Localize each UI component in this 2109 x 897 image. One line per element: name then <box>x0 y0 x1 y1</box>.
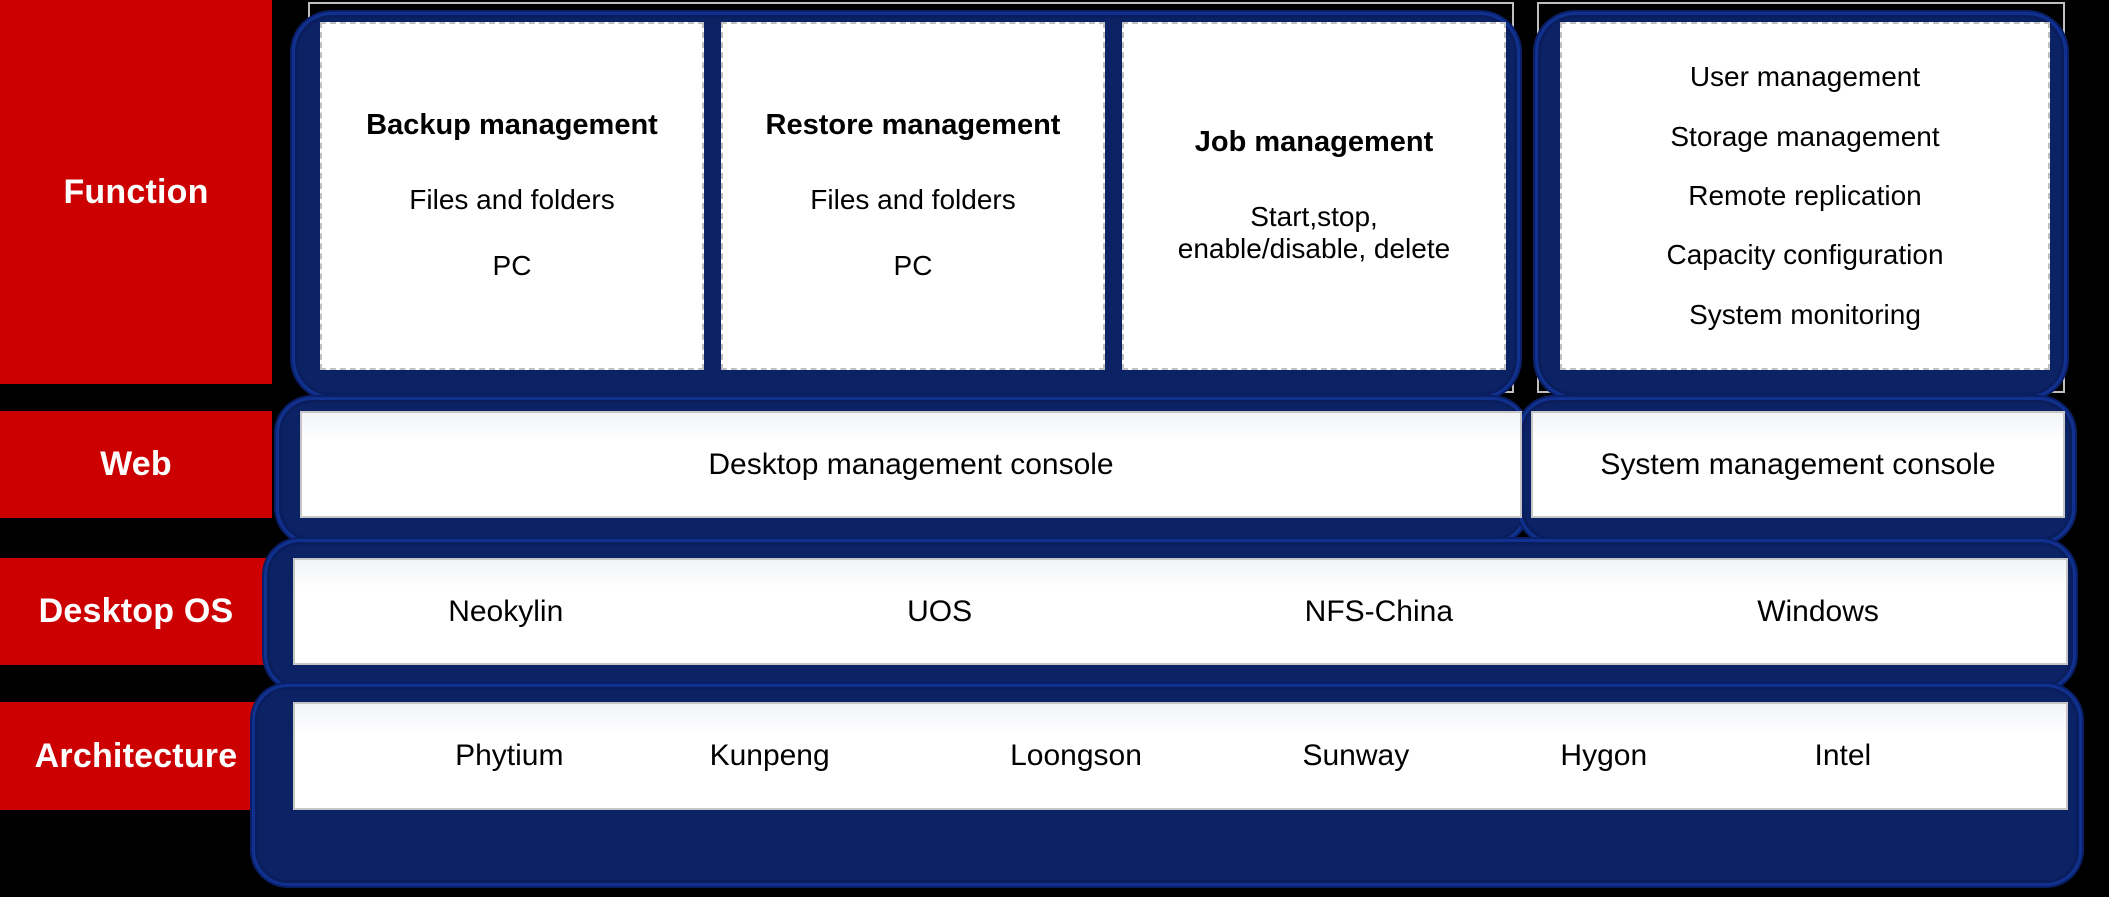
row-label-architecture: Architecture <box>0 702 272 810</box>
architecture-item-kunpeng[interactable]: Kunpeng <box>709 739 830 772</box>
card-backup-management-line-1: Files and folders <box>409 183 615 215</box>
system-function-item-4: Capacity configuration <box>1666 239 1944 271</box>
system-function-item-2: Storage management <box>1670 120 1940 152</box>
row-label-desktop-os: Desktop OS <box>0 558 272 665</box>
row-label-architecture-text: Architecture <box>34 736 238 775</box>
system-function-item-3: Remote replication <box>1688 179 1922 211</box>
card-restore-management-line-2: PC <box>893 249 933 281</box>
architecture-item-hygon[interactable]: Hygon <box>1560 739 1648 772</box>
card-backup-management-line-2: PC <box>492 249 532 281</box>
desktop-os-item-uos[interactable]: UOS <box>907 594 973 628</box>
row-label-desktop-os-text: Desktop OS <box>38 592 234 630</box>
card-job-management[interactable]: Job management Start,stop, enable/disabl… <box>1122 22 1506 370</box>
card-job-management-line-1: Start,stop, <box>1250 200 1378 232</box>
architecture-item-phytium[interactable]: Phytium <box>455 739 564 772</box>
card-desktop-os-row[interactable]: Neokylin UOS NFS-China Windows <box>293 558 2068 665</box>
desktop-os-item-neokylin[interactable]: Neokylin <box>448 594 564 628</box>
architecture-items: Phytium Kunpeng Loongson Sunway Hygon In… <box>295 704 2066 808</box>
architecture-item-intel[interactable]: Intel <box>1814 739 1872 772</box>
card-restore-management-line-1: Files and folders <box>810 183 1016 215</box>
card-restore-management-title: Restore management <box>765 108 1061 141</box>
card-system-management-console[interactable]: System management console <box>1531 411 2065 518</box>
card-system-functions[interactable]: User management Storage management Remot… <box>1560 22 2050 370</box>
desktop-os-item-nfs-china[interactable]: NFS-China <box>1304 594 1454 628</box>
row-label-web-text: Web <box>100 445 172 483</box>
card-backup-management[interactable]: Backup management Files and folders PC <box>320 22 704 370</box>
desktop-os-item-windows[interactable]: Windows <box>1757 594 1879 628</box>
architecture-item-sunway[interactable]: Sunway <box>1302 739 1410 772</box>
system-management-console-label: System management console <box>1600 447 1996 481</box>
architecture-item-loongson[interactable]: Loongson <box>1010 739 1142 772</box>
card-architecture-row[interactable]: Phytium Kunpeng Loongson Sunway Hygon In… <box>293 702 2068 810</box>
system-function-item-1: User management <box>1689 61 1921 93</box>
row-label-function: Function <box>0 0 272 384</box>
row-label-web: Web <box>0 411 272 518</box>
card-job-management-title: Job management <box>1194 125 1434 158</box>
desktop-management-console-label: Desktop management console <box>708 447 1114 481</box>
card-backup-management-title: Backup management <box>366 108 658 141</box>
card-job-management-line-2: enable/disable, delete <box>1177 232 1451 264</box>
card-restore-management[interactable]: Restore management Files and folders PC <box>721 22 1105 370</box>
desktop-os-items: Neokylin UOS NFS-China Windows <box>295 560 2066 663</box>
row-label-function-text: Function <box>63 172 209 211</box>
card-desktop-management-console[interactable]: Desktop management console <box>300 411 1522 518</box>
system-function-item-5: System monitoring <box>1689 298 1921 330</box>
